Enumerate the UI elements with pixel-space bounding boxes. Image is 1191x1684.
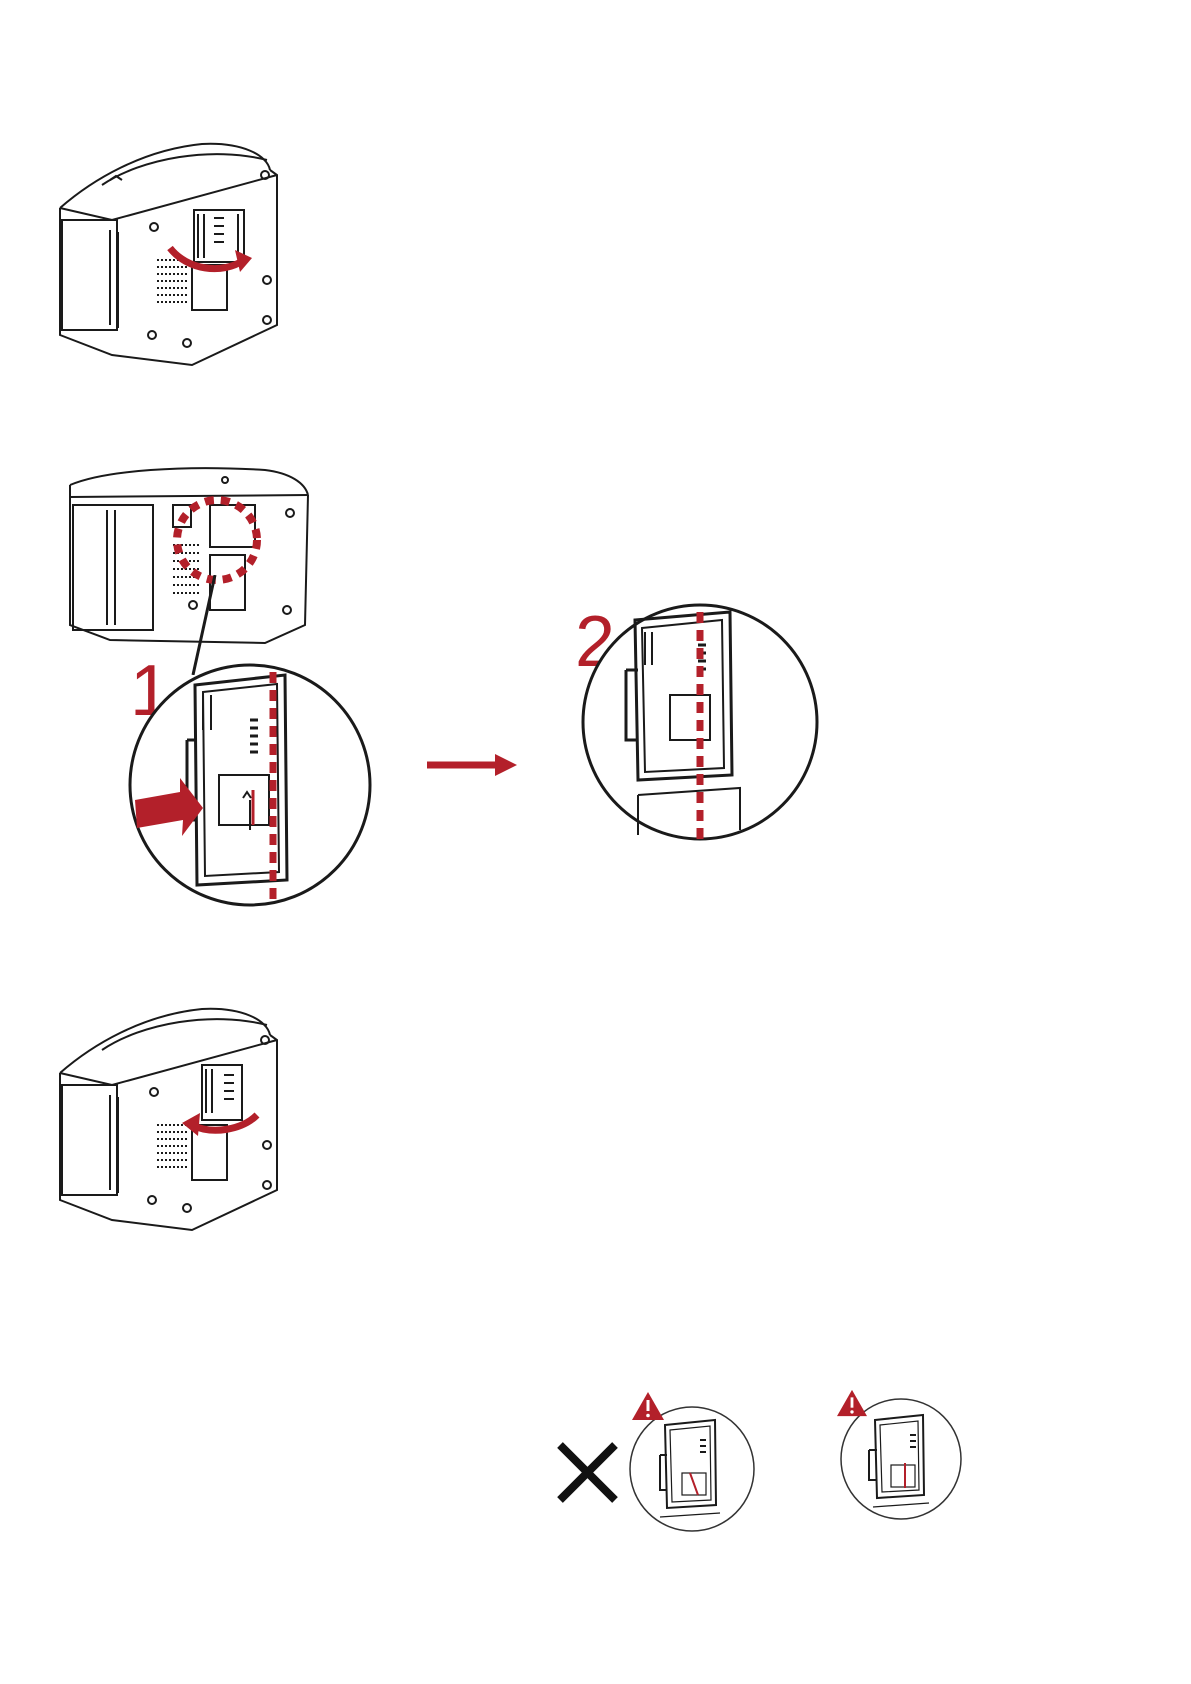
dip-switch-zoom-before — [125, 660, 375, 910]
warning-icon — [630, 1390, 666, 1422]
dip-switch-zoom-after — [580, 600, 820, 845]
warning-icon — [835, 1388, 869, 1418]
cross-icon — [555, 1440, 620, 1505]
printer-close-cover-illustration — [52, 1005, 302, 1235]
printer-bottom-drawing-2 — [52, 1005, 302, 1235]
next-step-arrow — [425, 750, 525, 780]
printer-open-cover-illustration — [52, 140, 302, 370]
printer-bottom-drawing — [52, 140, 302, 370]
